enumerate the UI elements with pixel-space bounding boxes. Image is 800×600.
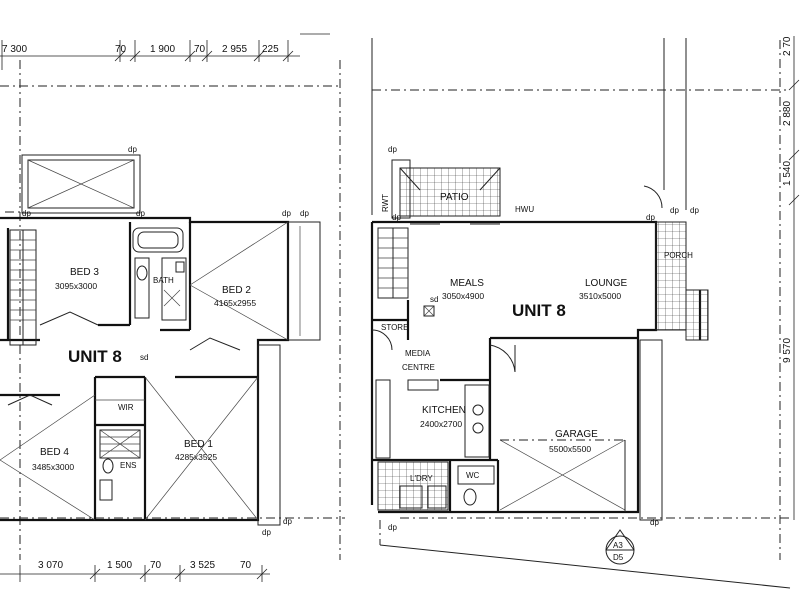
dim-upper-top-1: 70 (115, 44, 127, 55)
room-ens-name: ENS (120, 461, 136, 470)
dim-upper-top-4: 2 955 (222, 44, 247, 55)
ground-dp-label: dp (392, 213, 401, 222)
dim-upper-bottom-3: 3 525 (190, 560, 215, 571)
upper-dp-label: dp (22, 209, 31, 218)
dim-upper-bottom-1: 1 500 (107, 560, 132, 571)
room-garage-name: GARAGE (555, 429, 598, 440)
upper-wardrobe-lines (0, 221, 289, 521)
ground-kitchen-bench (375, 379, 490, 459)
dim-upper-top-0: 7 300 (2, 44, 27, 55)
ground-garage (489, 339, 663, 521)
ground-ldry-label: L'DRY (410, 474, 433, 483)
dim-upper-bottom-2: 70 (150, 560, 162, 571)
room-bed2-name: BED 2 (222, 285, 251, 296)
room-meals-name: MEALS (450, 278, 484, 289)
room-bath-name: BATH (153, 276, 174, 285)
ground-wc-label: WC (466, 471, 480, 480)
ground-dp-label: dp (670, 206, 679, 215)
upper-top-dimension-line (0, 33, 330, 70)
ground-dp-label: dp (690, 206, 699, 215)
room-meals-size: 3050x4900 (442, 291, 484, 301)
ground-smoke-detector (423, 305, 435, 317)
ground-media-label-2: CENTRE (402, 363, 435, 372)
upper-bottom-dimension-line (0, 565, 270, 582)
ground-dp-label: dp (650, 518, 659, 527)
dim-upper-top-3: 70 (194, 44, 206, 55)
upper-dp-label: dp (300, 209, 309, 218)
upper-sd-label: sd (140, 353, 148, 362)
ground-patio (391, 159, 501, 219)
ground-dp-label: dp (388, 523, 397, 532)
dim-ground-right-3: 9 570 (782, 338, 793, 363)
room-bed3-name: BED 3 (70, 267, 99, 278)
upper-bath-fixtures (132, 227, 187, 321)
upper-balcony (21, 154, 141, 214)
dim-upper-top-5: 225 (262, 44, 279, 55)
upper-unit-label: UNIT 8 (68, 347, 122, 366)
upper-stairs (9, 229, 37, 346)
ground-right-dimension-line (788, 36, 800, 520)
ground-porch-label: PORCH (664, 251, 693, 260)
section-marker (605, 529, 635, 565)
ground-porch (643, 185, 709, 341)
dim-ground-right-2: 1 540 (782, 161, 793, 186)
room-lounge-name: LOUNGE (585, 278, 628, 289)
ground-walls (370, 220, 658, 514)
upper-walls (0, 216, 290, 522)
dim-upper-bottom-4: 70 (240, 560, 252, 571)
ground-dp-label: dp (646, 213, 655, 222)
room-bed3-size: 3095x3000 (55, 281, 97, 291)
dim-ground-right-1: 2 880 (782, 101, 793, 126)
room-bed4-name: BED 4 (40, 447, 69, 458)
ground-unit-label: UNIT 8 (512, 301, 566, 320)
upper-dp-label: dp (128, 145, 137, 154)
room-bed4-size: 3485x3000 (32, 462, 74, 472)
ground-dp-label: dp (388, 145, 397, 154)
upper-right-ledge (257, 221, 321, 526)
ground-rwt-label: RWT (381, 194, 390, 212)
upper-dp-label: dp (282, 209, 291, 218)
ground-patio-label: PATIO (440, 192, 469, 203)
upper-floor-plan: 7 300 70 1 900 70 2 955 225 (0, 33, 345, 582)
upper-dp-label: dp (262, 528, 271, 537)
ground-sliding-doors (371, 223, 500, 351)
ground-boundary-lines (371, 38, 791, 589)
ground-stairs (377, 227, 409, 299)
room-kitchen-size: 2400x2700 (420, 419, 462, 429)
room-garage-size: 5500x5500 (549, 444, 591, 454)
upper-dp-label: dp (283, 517, 292, 526)
ground-sd-label: sd (430, 295, 438, 304)
ground-laundry-wc (377, 461, 495, 511)
dim-upper-top-2: 1 900 (150, 44, 175, 55)
ground-hwu-label: HWU (515, 205, 534, 214)
dim-upper-bottom-0: 3 070 (38, 560, 63, 571)
room-bed1-name: BED 1 (184, 439, 213, 450)
room-wir-name: WIR (118, 403, 134, 412)
ground-floor-plan: 2 70 2 880 1 540 9 570 (370, 36, 800, 589)
ground-media-label-1: MEDIA (405, 349, 431, 358)
room-lounge-size: 3510x5000 (579, 291, 621, 301)
upper-dp-label: dp (136, 209, 145, 218)
room-bed2-size: 4165x2955 (214, 298, 256, 308)
dim-ground-right-0: 2 70 (782, 36, 793, 56)
room-bed1-size: 4285x3525 (175, 452, 217, 462)
section-marker-bottom: D5 (613, 553, 624, 562)
room-kitchen-name: KITCHEN (422, 405, 466, 416)
section-marker-top: A3 (613, 541, 623, 550)
ground-store-label: STORE (381, 323, 408, 332)
upper-ensuite-fixtures (99, 429, 141, 501)
